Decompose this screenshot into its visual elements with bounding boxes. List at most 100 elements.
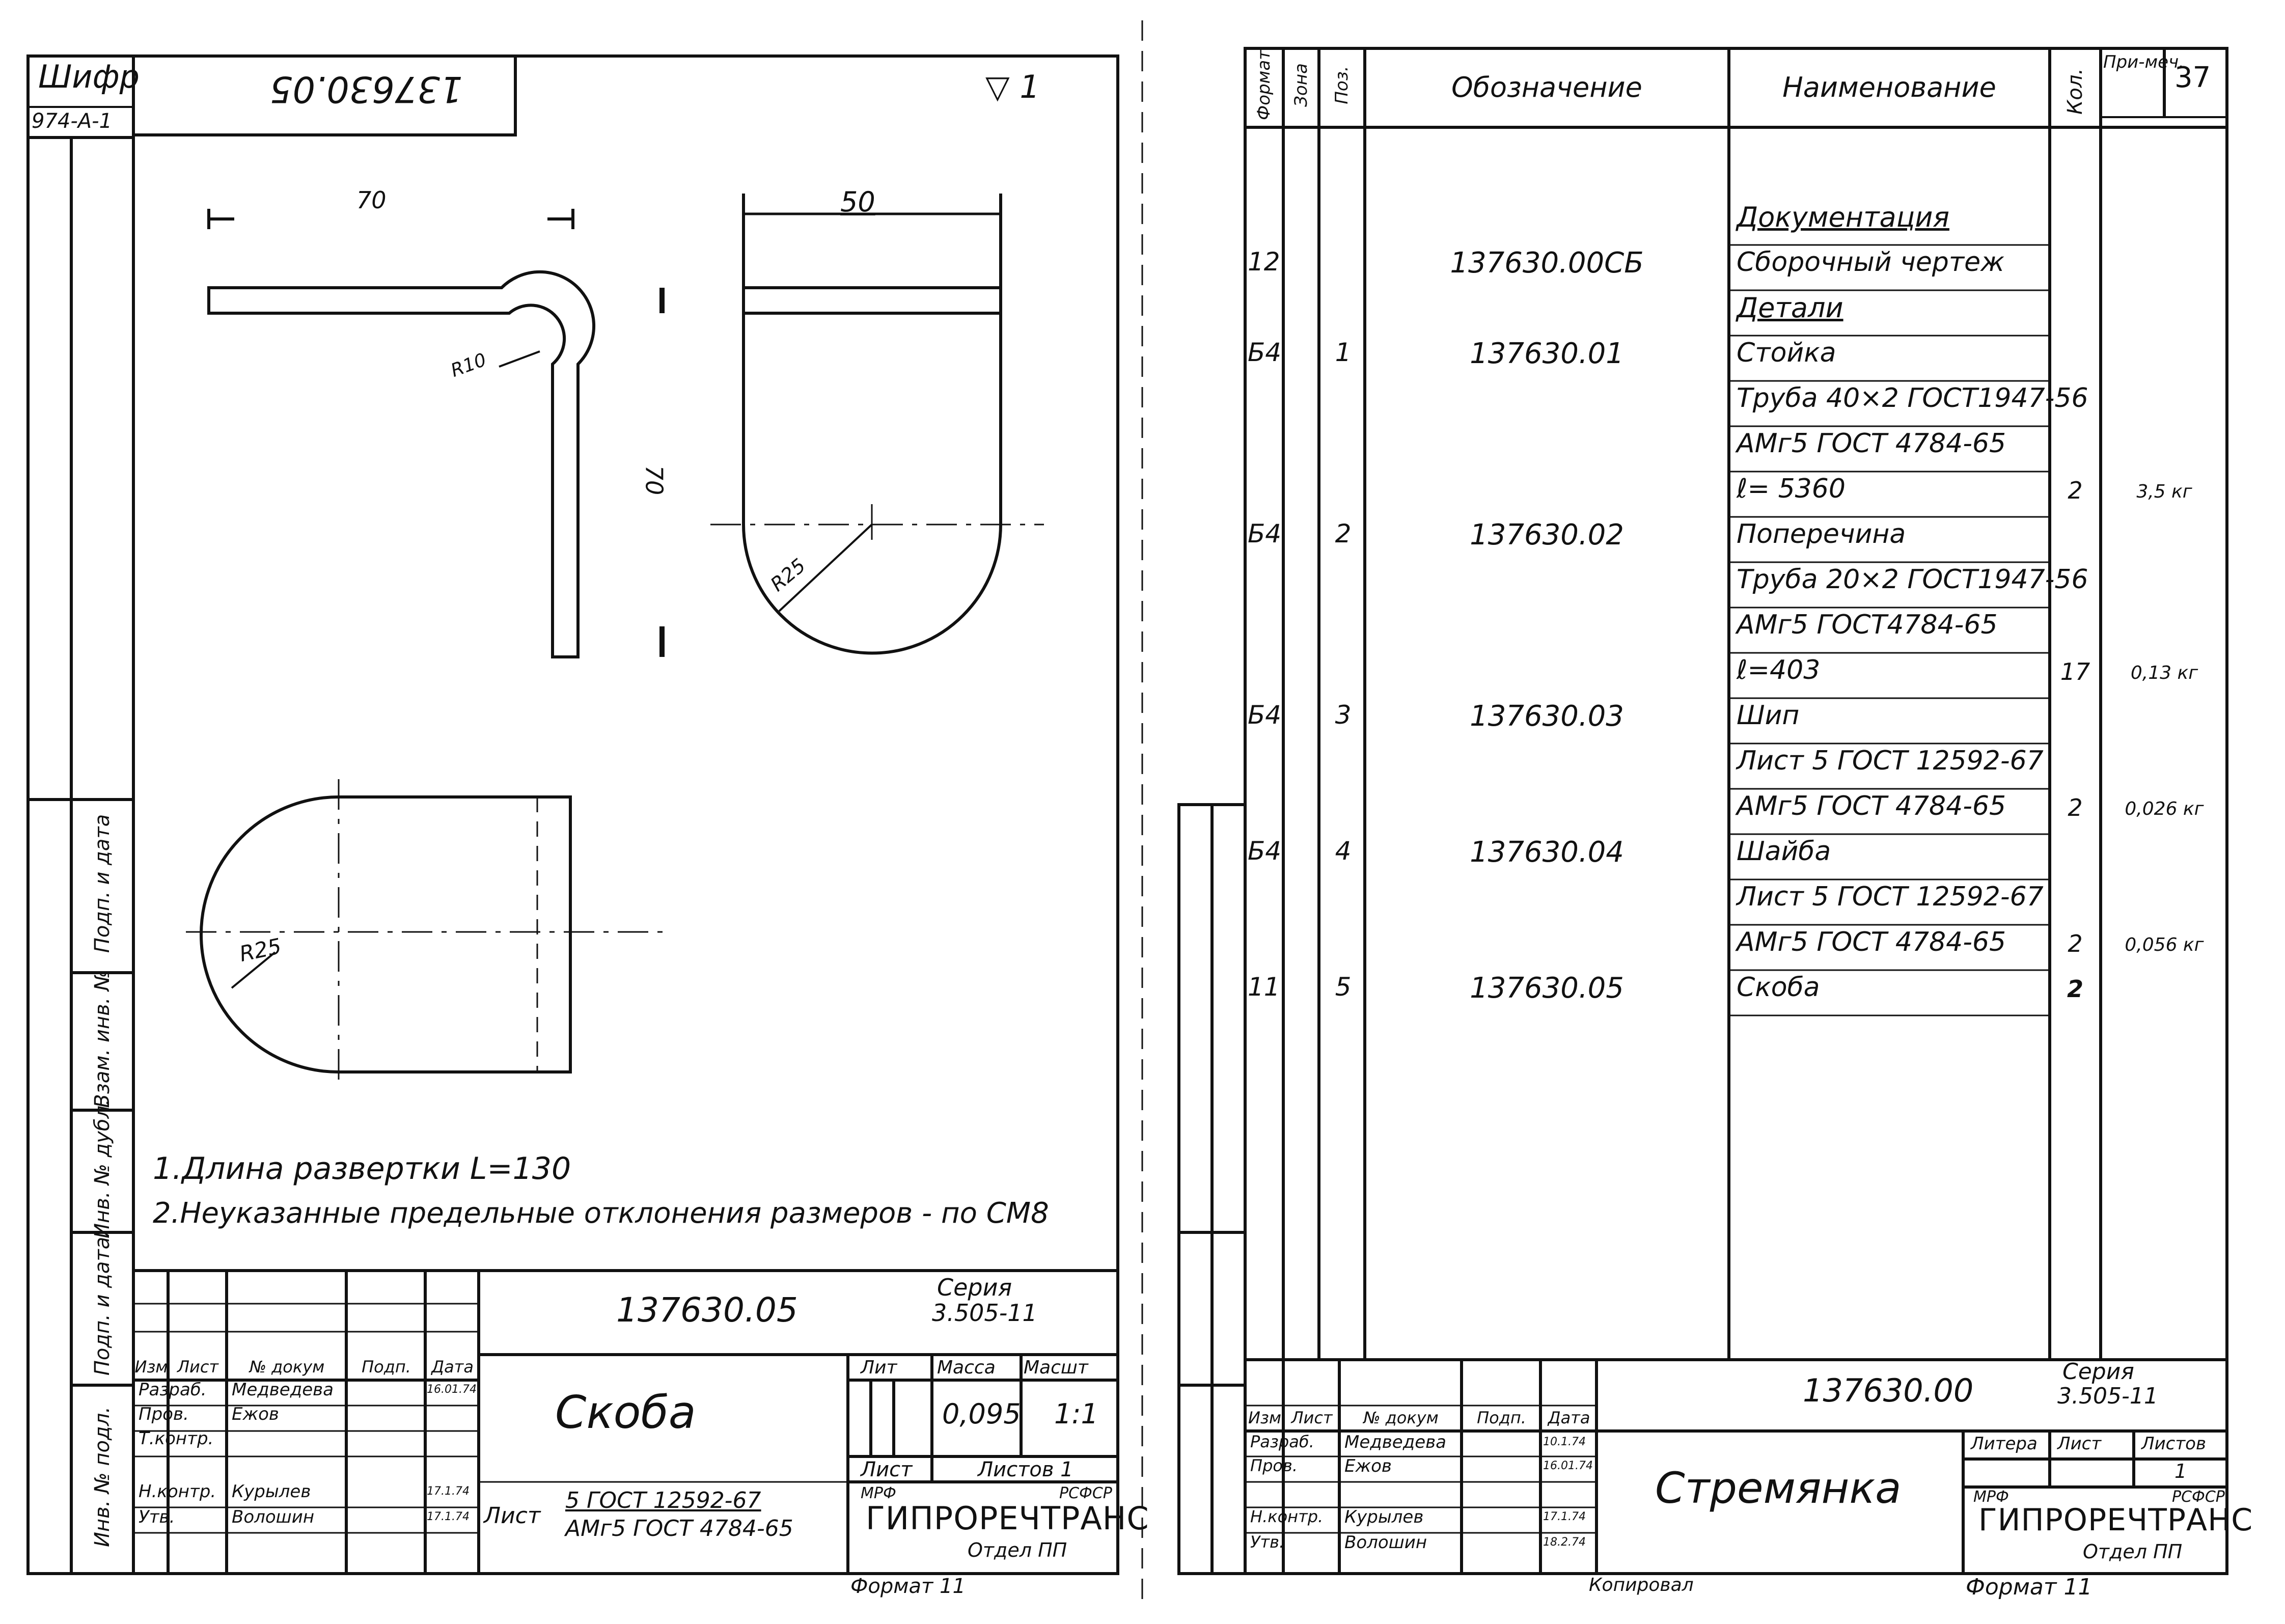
row-format-1: 12 (1248, 247, 1280, 277)
cipher-label: Шифр (38, 58, 140, 95)
tb-left-date-4: 17.1.74 (427, 1485, 470, 1498)
tb-right-title: Стремянка (1655, 1463, 1902, 1513)
row-name-8: Труба 20×2 ГОСТ1947-56 (1737, 564, 2088, 595)
tb-left-org-right: РСФСР (1059, 1484, 1112, 1502)
row-designation-17: 137630.05 (1470, 972, 1624, 1005)
tb-right-date-0: 10.1.74 (1543, 1436, 1586, 1448)
row-note-10: 0,13 кг (2130, 663, 2198, 683)
row-name-11: Шип (1737, 700, 1800, 731)
row-name-15: Лист 5 ГОСТ 12592-67 (1737, 882, 2044, 912)
row-name-6: ℓ= 5360 (1737, 474, 1846, 504)
row-note-16: 0,056 кг (2125, 934, 2204, 955)
row-qty-10: 17 (2060, 658, 2090, 685)
tb-left-name-0: Медведева (232, 1380, 334, 1400)
tb-right-sheets-label: Листов (2141, 1434, 2207, 1454)
tb-right-date-1: 16.01.74 (1543, 1460, 1593, 1472)
tb-left-colhead-2: № докум (249, 1357, 325, 1377)
row-qty-16: 2 (2068, 930, 2083, 957)
tb-left-org-name: ГИПРОРЕЧТРАНС (866, 1500, 1149, 1537)
row-pos-17: 5 (1335, 972, 1352, 1002)
page-number: 37 (2174, 61, 2211, 94)
row-name-2: Детали (1737, 292, 1843, 324)
tb-right-sheet-label: Лист (2057, 1434, 2102, 1454)
header-pos: Поз. (1332, 66, 1352, 104)
tb-right-copied: Копировал (1589, 1575, 1694, 1595)
header-format: Формат (1254, 50, 1274, 120)
roughness-mark: ▽ 1 (985, 68, 1040, 105)
tb-left-title: Скоба (555, 1386, 696, 1439)
header-name: Наименование (1782, 71, 1996, 103)
tb-right-colhead-3: Подп. (1477, 1408, 1526, 1427)
row-name-3: Стойка (1737, 338, 1836, 368)
tb-right-name-4: Волошин (1344, 1532, 1427, 1553)
tb-right-date-3: 17.1.74 (1543, 1510, 1586, 1523)
tb-right-name-0: Медведева (1344, 1432, 1447, 1452)
tb-right-name-1: Ежов (1344, 1456, 1392, 1476)
row-note-6: 3,5 кг (2136, 481, 2192, 502)
tb-left-org-left: МРФ (861, 1484, 896, 1502)
side-label-0: Подп. и дата (91, 814, 114, 953)
tb-left-date-0: 16.01.74 (427, 1383, 477, 1396)
tb-left-name-4: Курылев (232, 1481, 311, 1502)
tb-right-org-left: МРФ (1973, 1488, 2009, 1506)
tb-right-colhead-2: № докум (1363, 1408, 1439, 1427)
row-qty-6: 2 (2068, 477, 2083, 504)
dim-top-width: 70 (356, 186, 387, 214)
tb-left-colhead-1: Лист (177, 1357, 219, 1377)
tb-right-org-dept: Отдел ПП (2083, 1540, 2183, 1563)
tb-left-series-label: Серия (937, 1274, 1012, 1301)
tb-left-scale-label: Масшт (1024, 1357, 1088, 1378)
tb-left-role-2: Т.контр. (139, 1428, 214, 1449)
side-label-3: Подп. и дата (91, 1236, 114, 1376)
tb-left-colhead-3: Подп. (362, 1357, 411, 1377)
tb-left-lit: Лит (861, 1357, 897, 1378)
tb-left-sheet-label: Лист (861, 1458, 913, 1481)
row-format-14: Б4 (1248, 836, 1282, 866)
tb-right-doc-number: 137630.00 (1803, 1372, 1974, 1409)
row-name-17: Скоба (1737, 972, 1820, 1003)
side-label-2: Инв. № дубл. (91, 1099, 114, 1238)
header-qty: Кол. (2063, 68, 2087, 115)
header-designation: Обозначение (1451, 71, 1642, 103)
tb-right-org-name: ГИПРОРЕЧТРАНС (1978, 1502, 2253, 1538)
row-name-12: Лист 5 ГОСТ 12592-67 (1737, 746, 2044, 776)
row-name-10: ℓ=403 (1737, 655, 1821, 685)
row-note-13: 0,026 кг (2125, 799, 2204, 819)
row-pos-3: 1 (1335, 338, 1352, 367)
tb-right-series-value: 3.505-11 (2057, 1383, 2158, 1409)
tb-right-colhead-0: Изм (1248, 1408, 1282, 1427)
row-designation-7: 137630.02 (1470, 518, 1624, 552)
row-pos-7: 2 (1335, 519, 1352, 548)
tb-right-format: Формат 11 (1966, 1574, 2093, 1600)
tb-left-name-1: Ежов (232, 1404, 279, 1424)
tb-right-series-label: Серия (2062, 1359, 2134, 1385)
tb-left-name-5: Волошин (232, 1507, 315, 1527)
tb-left-mass-value: 0,095 (942, 1398, 1021, 1430)
tb-left-material-1: 5 ГОСТ 12592-67 (565, 1488, 761, 1513)
side-label-4: Инв. № подл. (91, 1407, 114, 1547)
tb-right-sheets-value: 1 (2174, 1460, 2187, 1482)
tb-left-role-1: Пров. (139, 1404, 189, 1424)
header-zone: Зона (1291, 63, 1311, 107)
row-designation-11: 137630.03 (1470, 700, 1624, 733)
tb-left-mass-label: Масса (937, 1357, 996, 1378)
tb-left-scale-value: 1:1 (1054, 1398, 1098, 1430)
row-name-14: Шайба (1737, 836, 1831, 867)
tb-right-name-3: Курылев (1344, 1507, 1424, 1527)
row-name-1: Сборочный чертеж (1737, 247, 2004, 278)
row-name-16: АМг5 ГОСТ 4784-65 (1737, 927, 2006, 957)
dim-side-width: 50 (840, 186, 875, 218)
note-2: 2.Неуказанные предельные отклонения разм… (153, 1197, 1049, 1230)
tb-right-lit: Литера (1971, 1434, 2038, 1454)
tb-right-colhead-1: Лист (1291, 1408, 1333, 1427)
tb-left-colhead-0: Изм (134, 1357, 168, 1377)
tb-right-date-4: 18.2.74 (1543, 1536, 1586, 1549)
tb-left-material-label: Лист (484, 1503, 541, 1529)
row-pos-14: 4 (1335, 836, 1352, 866)
tb-left-material-2: АМг5 ГОСТ 4784-65 (565, 1516, 793, 1542)
row-format-3: Б4 (1248, 338, 1282, 367)
tb-right-role-3: Н.контр. (1250, 1507, 1324, 1526)
row-qty-13: 2 (2068, 794, 2083, 821)
row-format-11: Б4 (1248, 700, 1282, 730)
